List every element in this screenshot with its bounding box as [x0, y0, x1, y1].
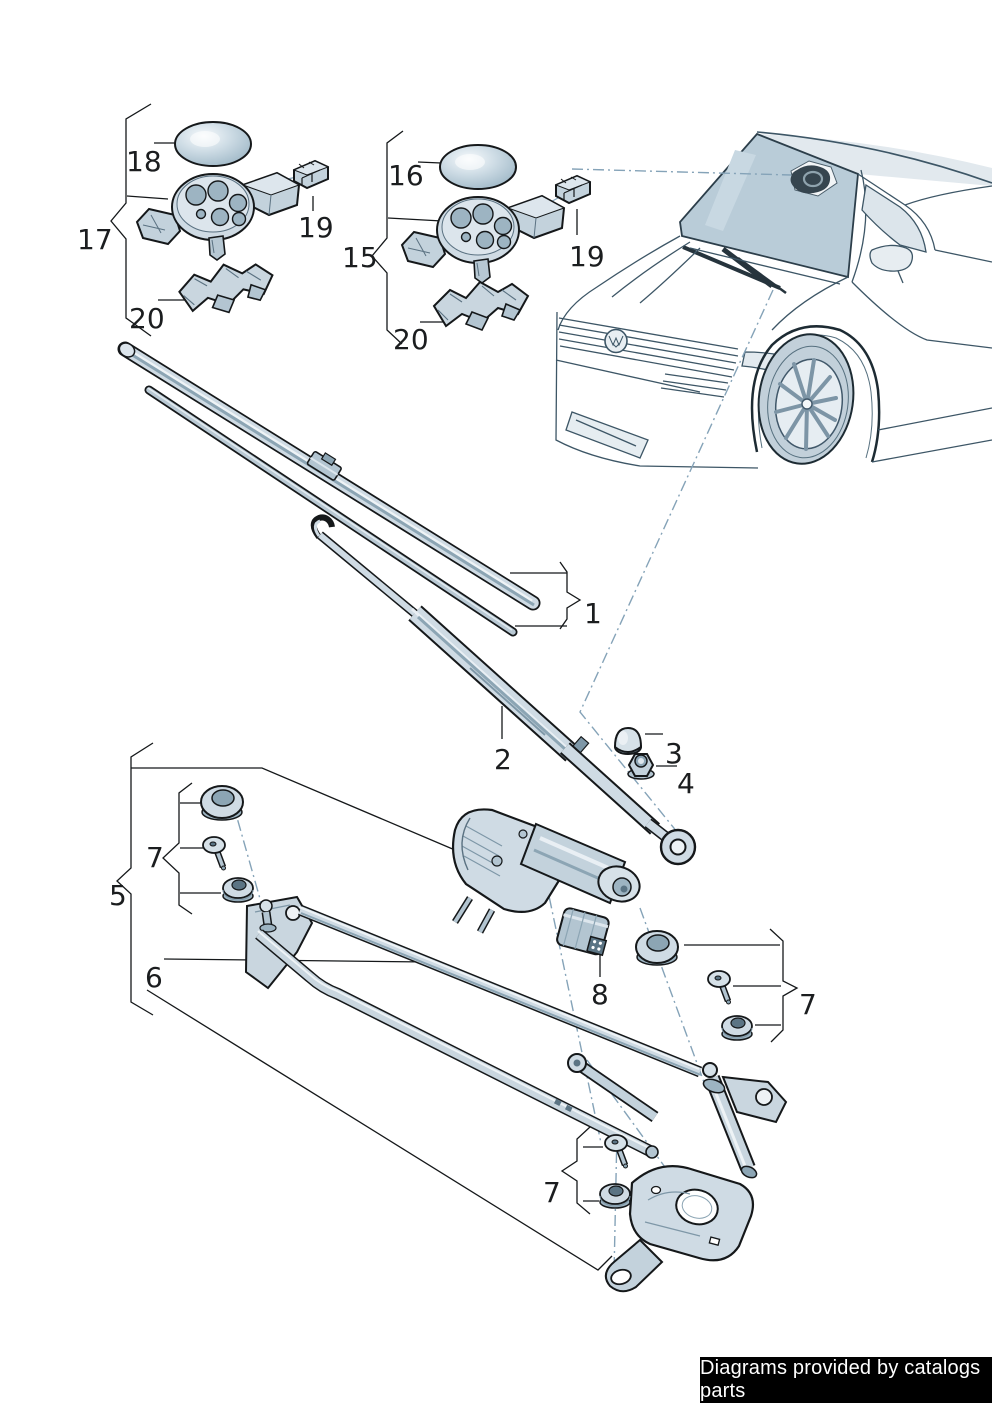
wiper-arm — [310, 514, 697, 866]
callout-20-left: 20 — [129, 302, 165, 335]
screw-bottom — [605, 1135, 628, 1168]
attribution-banner: Diagrams provided by catalogs parts — [700, 1357, 992, 1403]
attribution-text: Diagrams provided by catalogs parts — [700, 1357, 981, 1402]
rain-sensor-assembly-right — [401, 144, 591, 331]
grommet-right — [635, 930, 679, 966]
callout-17: 17 — [77, 223, 113, 256]
callout-16: 16 — [388, 159, 424, 192]
spindle-nut — [627, 753, 655, 780]
callout-3: 3 — [665, 737, 683, 770]
callout-7-left: 7 — [146, 841, 164, 874]
callout-7-bottom: 7 — [543, 1176, 561, 1209]
callout-6: 6 — [145, 961, 163, 994]
spindle-cap — [613, 726, 643, 755]
callout-19-left: 19 — [298, 211, 334, 244]
sensor-connector-right — [555, 175, 591, 204]
bracket-1 — [559, 561, 582, 630]
car-front-wheel — [750, 325, 881, 465]
wiper-linkage — [244, 895, 788, 1179]
car-vw-badge — [604, 328, 628, 354]
bracket-7-left — [162, 782, 193, 915]
callout-leader-lines — [110, 103, 799, 1271]
sensor-clip-left — [176, 260, 276, 317]
car-grille — [558, 317, 739, 378]
sensor-clip-right — [433, 281, 529, 331]
fastener-set-bottom — [599, 1135, 631, 1209]
mounting-bracket — [604, 1165, 755, 1293]
callout-4: 4 — [677, 767, 695, 800]
callout-7-right: 7 — [799, 988, 817, 1021]
callout-2: 2 — [494, 743, 512, 776]
screw-left — [203, 837, 226, 870]
bracket-7-bottom — [560, 1126, 591, 1215]
bracket-17 — [110, 103, 152, 337]
wiper-blade-set — [117, 341, 541, 637]
callout-20-right: 20 — [393, 323, 429, 356]
screw-right — [708, 971, 731, 1004]
alignment-dash-lines — [231, 168, 792, 1275]
callout-1: 1 — [584, 597, 602, 630]
bracket-15 — [371, 130, 404, 345]
wiper-motor — [451, 808, 641, 934]
vehicle-illustration — [555, 131, 992, 469]
callout-19-right: 19 — [569, 240, 605, 273]
callout-15: 15 — [342, 241, 378, 274]
callout-8: 8 — [591, 978, 609, 1011]
bushing-left — [222, 877, 254, 903]
car-sensor-icon — [790, 160, 838, 197]
car-mirror — [869, 244, 914, 284]
grommet-left — [200, 785, 244, 821]
bushing-bottom — [599, 1183, 631, 1209]
bushing-right — [721, 1015, 753, 1041]
motor-connector — [556, 907, 610, 957]
callout-5: 5 — [109, 879, 127, 912]
callout-18: 18 — [126, 145, 162, 178]
blade-adapter — [306, 450, 342, 481]
car-wiper — [682, 245, 787, 295]
bracket-5 — [116, 742, 154, 1016]
bracket-7-right — [769, 928, 799, 1043]
sensor-connector-left — [293, 160, 329, 189]
